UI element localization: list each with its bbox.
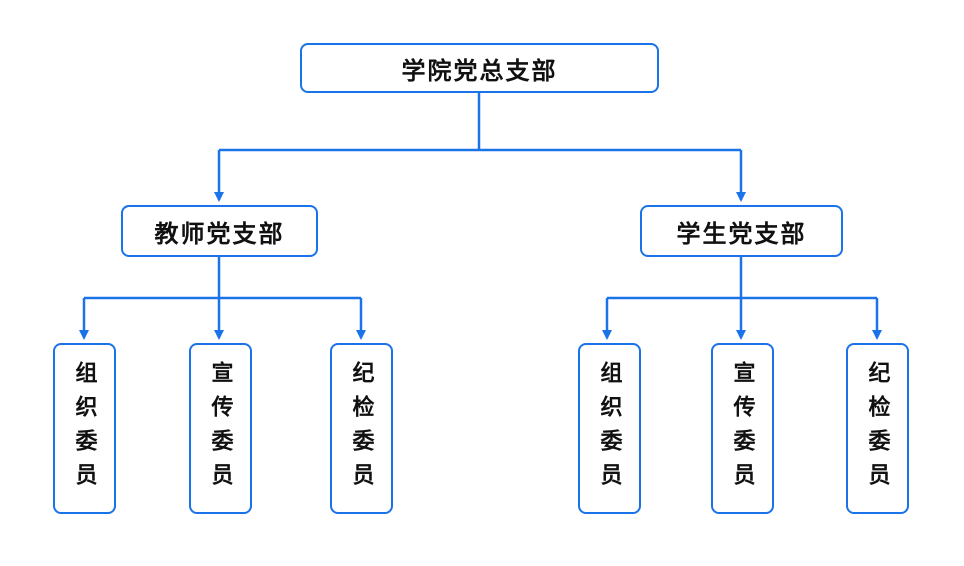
branch-node-label: 学生党支部: [676, 218, 807, 248]
branch-node-teacher: 教师党支部: [121, 205, 318, 257]
member-node-teacher-publicity: 宣传委员: [189, 343, 252, 514]
member-node-label: 宣传委员: [207, 360, 234, 497]
member-node-student-discipline: 纪检委员: [846, 343, 909, 514]
member-node-student-publicity: 宣传委员: [711, 343, 774, 514]
root-node: 学院党总支部: [300, 43, 659, 93]
member-node-label: 纪检委员: [348, 360, 375, 497]
member-node-label: 宣传委员: [729, 360, 756, 497]
member-node-label: 组织委员: [71, 360, 98, 497]
branch-node-student: 学生党支部: [640, 205, 843, 257]
member-node-teacher-organization: 组织委员: [53, 343, 116, 514]
branch-node-label: 教师党支部: [154, 218, 285, 248]
member-node-student-organization: 组织委员: [578, 343, 641, 514]
member-node-teacher-discipline: 纪检委员: [330, 343, 393, 514]
root-node-label: 学院党总支部: [401, 55, 558, 85]
member-node-label: 纪检委员: [864, 360, 891, 497]
member-node-label: 组织委员: [596, 360, 623, 497]
